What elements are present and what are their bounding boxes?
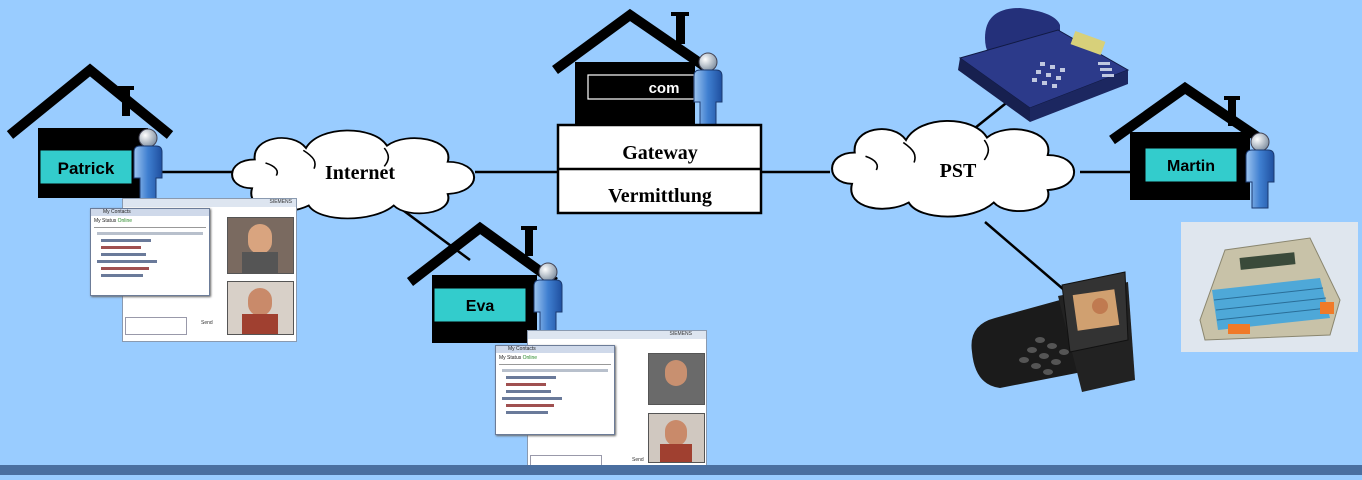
status-label: My Status [499,355,522,361]
message-input[interactable] [125,317,187,335]
line-pst-videophone [984,221,1071,296]
video-tile-top [648,353,705,405]
gateway-box: Gateway Vermittlung [556,123,763,215]
label-box-patrick [39,149,133,185]
client-window-patrick: SIEMENS Send My Contacts My Status Onlin… [90,198,297,343]
video-tile-top [227,217,294,274]
house-eva: Eva [406,221,563,343]
send-button[interactable]: Send [201,320,213,326]
house-martin: Martin [1109,81,1275,209]
internet-label: Internet [325,162,395,184]
label-box-martin [1144,147,1238,183]
desk-phone-icon [958,8,1130,122]
contacts-title: My Contacts [91,209,209,216]
video-tile-bottom [648,413,705,463]
video-tile-bottom [227,281,294,335]
connection-lines [160,79,1135,296]
bottom-bar [0,465,1362,475]
pst-label: PST [940,160,977,182]
house-com: com [552,8,723,129]
line-internet-eva [399,206,471,262]
person-icon [1245,132,1275,209]
status-value: Online [117,218,133,224]
status-value: Online [522,355,538,361]
client-window-eva: SIEMENS Send My Contacts My Status Onlin… [495,330,710,470]
brand-label: SIEMENS [123,199,296,207]
status-row: My Status Online [91,216,209,226]
label-eva: Eva [466,298,495,315]
video-phone-icon [971,271,1135,392]
status-label: My Status [94,218,117,224]
send-button[interactable]: Send [632,457,644,463]
contacts-title: My Contacts [496,346,614,353]
house-patrick: Patrick [6,63,174,205]
status-row: My Status Online [496,353,614,363]
label-martin: Martin [1167,158,1215,175]
label-box-eva [433,287,527,323]
label-com: com [649,80,680,97]
brand-label: SIEMENS [528,331,706,339]
gateway-label: Gateway [622,142,698,164]
text-telephone-image [1181,222,1358,352]
label-patrick: Patrick [58,159,115,178]
vermittlung-label: Vermittlung [608,185,712,207]
